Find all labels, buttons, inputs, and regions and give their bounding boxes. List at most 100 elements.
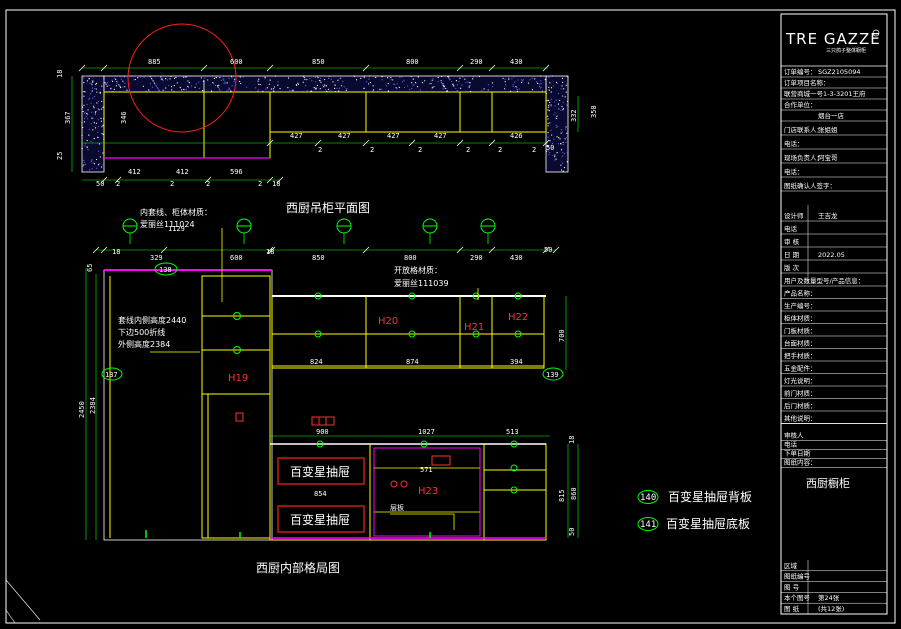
registered-icon (872, 29, 880, 37)
hatch-dot (447, 76, 449, 78)
hatch-dot (560, 143, 562, 145)
hatch-dot (81, 134, 83, 137)
note3-line2: 下边500折线 (118, 327, 165, 337)
hinge-icon (408, 330, 416, 338)
tb-bottom-0-label: 区域 (784, 561, 798, 570)
hatch-dot (230, 90, 232, 92)
hatch-dot (97, 131, 99, 134)
hatch-dot (353, 75, 356, 77)
plan-dim-top-2: 850 (312, 58, 325, 66)
hatch-dot (194, 86, 196, 88)
hatch-dot (554, 112, 556, 114)
hatch-dot (168, 84, 170, 86)
hatch-dot (511, 78, 513, 80)
hatch-dot (103, 80, 105, 82)
plan-dim-mid-3: 427 (434, 132, 447, 140)
hatch-dot (381, 88, 383, 90)
hatch-dot (561, 155, 564, 157)
hatch-dot (521, 81, 523, 83)
tb-prod-2-label: 柜体材质： (784, 314, 817, 323)
hatch-dot (100, 117, 102, 119)
hatch-dot (330, 78, 332, 80)
elev-dim-top-1: 329 (150, 254, 163, 262)
hatch-dot (560, 164, 562, 166)
hatch-dot (537, 82, 539, 84)
hatch-dot (93, 138, 95, 140)
tb-info-0-label: 门店联系人： (784, 125, 823, 134)
hatch-dot (337, 79, 339, 81)
hatch-dot (98, 143, 100, 145)
hatch-dot (266, 87, 268, 89)
hatch-dot (116, 82, 118, 84)
dim-tick (542, 246, 550, 254)
hatch-dot (468, 85, 470, 87)
dim-tick (456, 64, 464, 72)
hatch-dot (83, 77, 85, 79)
hatch-dot (514, 81, 516, 83)
revision-cloud-circle (127, 23, 237, 133)
elev-dim-top-4: 850 (312, 254, 325, 262)
hatch-dot (95, 110, 97, 113)
hatch-dot (230, 75, 233, 77)
plan-dim-bottom-1: 412 (176, 168, 189, 176)
dim-tick (362, 139, 370, 147)
tb-prod-5-label: 把手材质： (784, 351, 817, 360)
hatch-dot (551, 134, 553, 136)
hatch-dot (81, 148, 83, 150)
hatch-dot (566, 132, 568, 134)
dim-tick (266, 246, 274, 254)
tb-prod-1-label: 生产编号： (784, 301, 817, 310)
hatch-dot (84, 118, 86, 120)
hatch-dot (273, 86, 276, 88)
hatch-dot (455, 87, 457, 89)
hatch-dot (264, 76, 266, 78)
hatch-dot (219, 75, 221, 77)
hatch-dot (453, 85, 455, 87)
label-h21: H21 (464, 322, 484, 333)
hatch-dot (517, 79, 519, 81)
hatch-dot (100, 166, 103, 168)
hatch-dot (217, 86, 219, 88)
hatch-dot (402, 81, 404, 83)
hatch-dot (142, 85, 144, 87)
hatch-dot (265, 88, 267, 90)
plan-dim-right-1: 350 (590, 105, 598, 118)
plan-mark: 2 (318, 146, 322, 154)
plan-dim-ticks (78, 64, 550, 184)
hatch-dot (550, 104, 552, 106)
hatch-dot (553, 138, 555, 140)
hatch-dot (325, 89, 327, 91)
elev-dim-top-sum: 1129 (168, 225, 185, 233)
hatch-dot (459, 87, 462, 89)
hatch-dot (92, 117, 94, 119)
hatch-dot (548, 89, 550, 91)
hatch-dot (562, 143, 564, 146)
hatch-dot (274, 75, 277, 77)
brand-logo: TRE GAZZE (785, 30, 881, 48)
hatch-dot (188, 82, 191, 84)
hatch-dot (487, 89, 489, 91)
legend-141-icon (637, 517, 659, 531)
hatch-dot (97, 126, 99, 128)
right-dim-1: 815 (558, 489, 566, 502)
tb-prod-7-label: 灯光说明： (784, 376, 817, 385)
hatch-dot (412, 84, 414, 86)
hatch-dot (549, 101, 551, 104)
hatch-dot (123, 76, 125, 78)
corner-mark (5, 609, 16, 624)
hatch-dot (102, 106, 104, 108)
hatch-dot (409, 88, 411, 91)
sink-cabinet-h23 (373, 447, 481, 537)
callout-139 (542, 367, 564, 381)
hatch-dot (254, 87, 257, 89)
hatch-dot (86, 139, 88, 142)
hatch-dot (375, 76, 377, 78)
hatch-dot (540, 75, 542, 77)
shelf-note: 层板 (390, 503, 404, 512)
hatch-dot (540, 83, 542, 85)
upper-width-0: 824 (310, 358, 323, 366)
drawer-box-1 (277, 457, 365, 485)
hatch-dot (229, 88, 231, 90)
hatch-dot (560, 129, 563, 131)
hatch-dot (556, 152, 558, 154)
